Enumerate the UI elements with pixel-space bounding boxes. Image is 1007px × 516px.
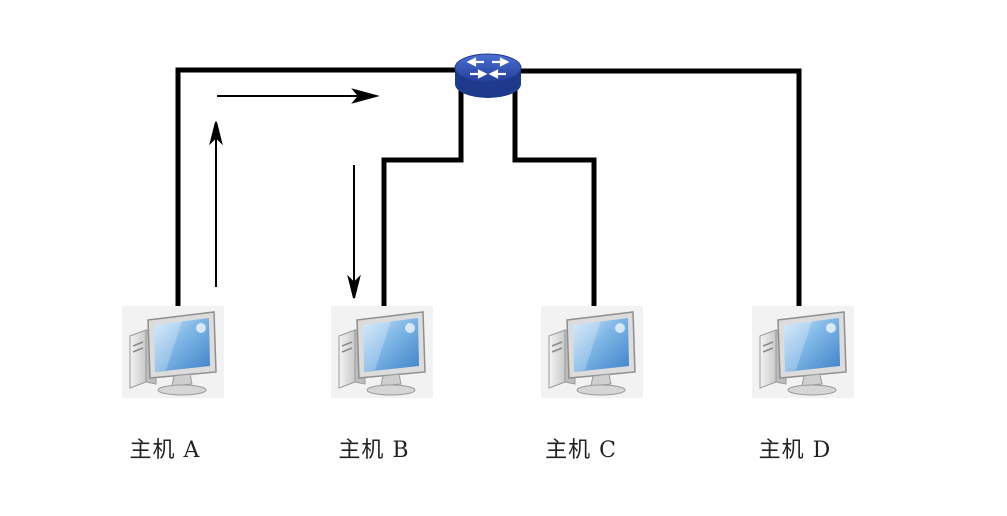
host-c-computer-icon [541, 306, 643, 398]
host-d-label: 主机 D [758, 438, 832, 463]
host-b-computer-icon [331, 306, 433, 398]
arrow-right-to-switch [217, 88, 380, 104]
host-c-label: 主机 C [545, 438, 617, 463]
host-a-computer-icon [122, 306, 224, 398]
network-cables [175, 67, 802, 308]
cable-host-a [175, 67, 460, 308]
host-d-computer-icon [752, 306, 854, 398]
network-switch-icon [454, 53, 522, 98]
arrow-down-to-host-b [347, 165, 361, 299]
cable-host-d [518, 68, 802, 308]
arrow-up-from-host-a [209, 121, 223, 287]
host-a-label: 主机 A [129, 438, 201, 463]
cable-host-b [381, 88, 464, 308]
host-b-label: 主机 B [338, 438, 410, 463]
cable-host-c [512, 88, 597, 308]
data-flow-arrows [209, 88, 380, 299]
